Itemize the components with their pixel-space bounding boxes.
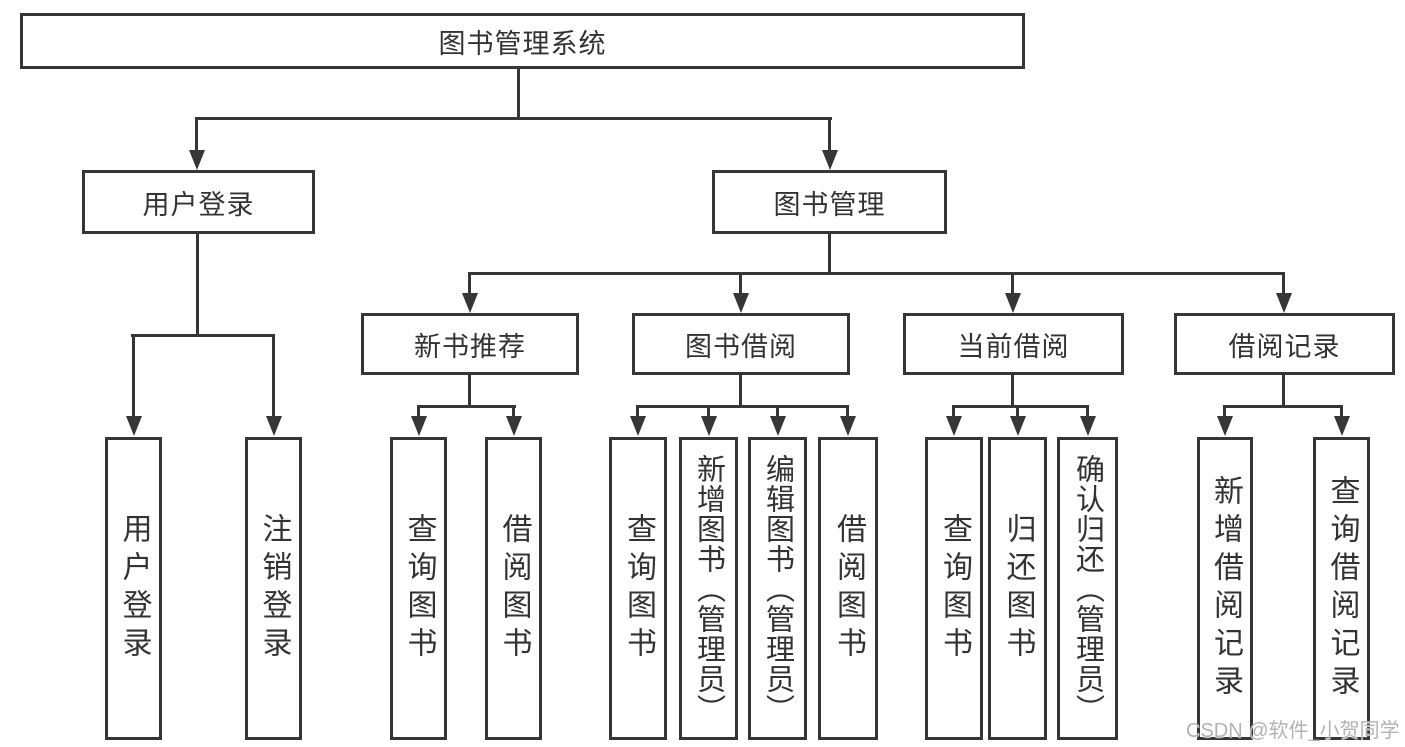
- arrow-down-icon: [1340, 405, 1343, 416]
- leaf-query-books-current: 查询图书: [925, 437, 983, 740]
- connector-borrowing-records-drop: [1282, 373, 1285, 407]
- connector-new-book-split: [417, 405, 516, 408]
- arrow-down-icon: [132, 334, 135, 416]
- leaf-confirm-return-admin: 确认归还（管理员）: [1057, 437, 1118, 740]
- arrow-down-icon: [1282, 272, 1285, 293]
- node-new-book-recommend: 新书推荐: [361, 313, 579, 375]
- arrow-down-icon: [1086, 405, 1089, 416]
- csdn-watermark: CSDN @软件_小贺同学: [1186, 720, 1400, 742]
- connector-root-drop: [517, 66, 520, 118]
- leaf-borrow-books-borrowing: 借阅图书: [818, 437, 878, 740]
- leaf-query-borrow-record: 查询借阅记录: [1313, 437, 1370, 740]
- connector-current-borrowing-split: [952, 405, 1089, 408]
- arrow-down-icon: [1016, 405, 1019, 416]
- connector-book-management-split: [468, 272, 1285, 275]
- connector-current-borrowing-drop: [1011, 373, 1014, 407]
- arrow-down-icon: [707, 405, 710, 416]
- node-book-borrowing: 图书借阅: [632, 313, 850, 375]
- connector-new-book-drop: [468, 373, 471, 407]
- leaf-user-login: 用户登录: [105, 437, 162, 740]
- arrow-down-icon: [1011, 272, 1014, 293]
- arrow-down-icon: [952, 405, 955, 416]
- connector-root-split: [195, 117, 832, 120]
- connector-user-login-drop: [196, 231, 199, 335]
- arrow-down-icon: [417, 405, 420, 416]
- arrow-down-icon: [1223, 405, 1226, 416]
- node-book-management: 图书管理: [712, 170, 947, 234]
- leaf-logout: 注销登录: [245, 437, 302, 740]
- arrow-down-icon: [512, 405, 515, 416]
- arrow-down-icon: [776, 405, 779, 416]
- leaf-borrow-books-recommend: 借阅图书: [485, 437, 542, 740]
- arrow-down-icon: [739, 272, 742, 293]
- arrow-down-icon: [468, 272, 471, 293]
- node-user-login: 用户登录: [82, 170, 315, 234]
- leaf-query-books-borrowing: 查询图书: [609, 437, 667, 740]
- arrow-down-icon: [195, 117, 198, 150]
- arrow-down-icon: [846, 405, 849, 416]
- arrow-down-icon: [828, 117, 831, 150]
- leaf-edit-book-admin: 编辑图书（管理员）: [748, 437, 807, 740]
- connector-book-borrowing-split: [636, 405, 849, 408]
- leaf-query-books-recommend: 查询图书: [390, 437, 447, 740]
- arrow-down-icon: [272, 334, 275, 416]
- leaf-add-borrow-record: 新增借阅记录: [1197, 437, 1253, 740]
- node-borrowing-records: 借阅记录: [1174, 313, 1395, 375]
- connector-book-borrowing-drop: [739, 373, 742, 407]
- leaf-return-book: 归还图书: [988, 437, 1047, 740]
- node-current-borrowing: 当前借阅: [903, 313, 1124, 375]
- node-library-management-system: 图书管理系统: [20, 13, 1025, 69]
- connector-user-login-split: [131, 334, 275, 337]
- connector-book-management-drop: [828, 231, 831, 273]
- leaf-add-book-admin: 新增图书（管理员）: [679, 437, 738, 740]
- connector-borrowing-records-split: [1223, 405, 1343, 408]
- arrow-down-icon: [636, 405, 639, 416]
